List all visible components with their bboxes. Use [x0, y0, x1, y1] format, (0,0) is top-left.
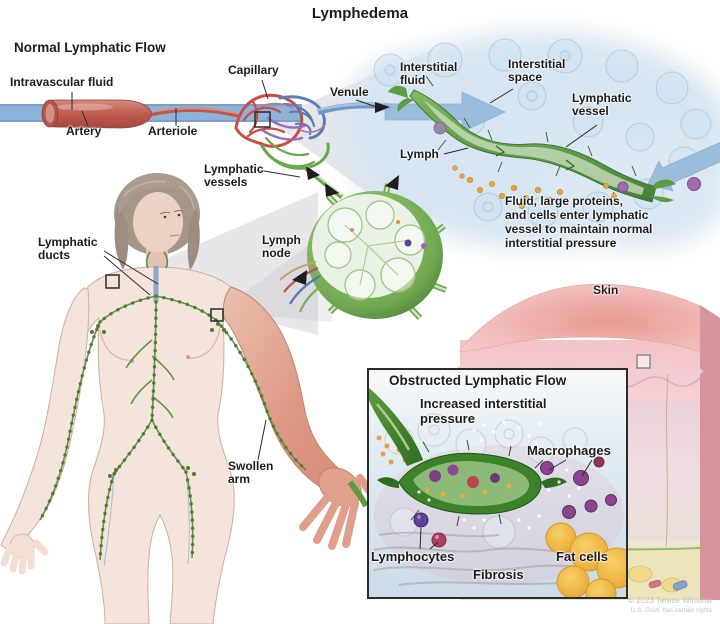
increased-pressure-label: Increased interstitial pressure — [420, 396, 547, 426]
arteriole-label: Arteriole — [148, 124, 198, 138]
skin-marker-square — [636, 354, 651, 369]
protein-dots-white — [417, 420, 581, 530]
obstructed-flow-heading: Obstructed Lymphatic Flow — [389, 373, 567, 388]
macrophages-label: Macrophages — [527, 443, 611, 458]
cell-in-node — [421, 243, 427, 249]
fat-cells-cluster — [545, 522, 626, 597]
node-outflow-arrow-icon — [292, 270, 307, 285]
intravascular-fluid-label: Intravascular fluid — [10, 75, 114, 89]
lymph-node-illustration — [279, 175, 448, 321]
artery-label: Artery — [66, 124, 102, 138]
capillary-marker-square — [254, 111, 271, 128]
anchoring-filaments — [425, 75, 637, 203]
artery-cross-section — [648, 579, 662, 589]
cell-in-node — [404, 239, 412, 247]
page-title: Lymphedema — [311, 5, 409, 22]
copyright-line: © 2023 Terese Winslow — [627, 596, 712, 605]
lymphatic-vessels-label: Lymphatic vessels — [204, 162, 264, 190]
node-inflow-arrow-icon — [325, 183, 339, 197]
lymph-label: Lymph — [400, 147, 439, 161]
artery-illustration — [41, 99, 241, 129]
lymph-node-label: Lymph node — [262, 233, 301, 261]
node-inflow-arrow-icon — [385, 175, 399, 190]
interstitial-fluid-label: Interstitial fluid — [400, 60, 458, 88]
lymphocytes-label: Lymphocytes — [371, 549, 455, 564]
cell-purple — [687, 177, 701, 191]
protein-dots — [452, 165, 617, 210]
cell-in-lymph — [433, 121, 447, 135]
arm-marker-square — [210, 308, 224, 322]
normal-flow-heading: Normal Lymphatic Flow — [14, 40, 166, 55]
capillary-label: Capillary — [228, 63, 279, 77]
obstructed-flow-artwork — [369, 370, 626, 597]
rights-line: U.S. Govt. has certain rights — [630, 607, 712, 614]
lymphatic-vessel-label: Lymphatic vessel — [572, 91, 632, 119]
fibrosis-label: Fibrosis — [473, 567, 524, 582]
vein-cross-section — [672, 580, 688, 591]
lymphatic-ducts-label: Lymphatic ducts — [38, 235, 98, 263]
fat-cells-label: Fat cells — [556, 549, 609, 564]
cells-in-vessel — [424, 464, 512, 499]
skin-label: Skin — [593, 283, 619, 297]
obstructed-flow-inset — [367, 368, 628, 599]
interstitial-space-label: Interstitial space — [508, 57, 566, 85]
cell-maroon — [593, 456, 605, 468]
normal-flow-caption: Fluid, large proteins, and cells enter l… — [505, 194, 653, 251]
cell-purple — [617, 181, 629, 193]
anchoring-filaments — [410, 439, 544, 527]
capillary-to-node-vessels — [304, 165, 344, 199]
swollen-arm-label: Swollen arm — [228, 459, 274, 487]
venule-label: Venule — [330, 85, 369, 99]
lymphatic-vessel-illustration — [388, 75, 701, 210]
capillary-bed-illustration — [234, 93, 330, 170]
